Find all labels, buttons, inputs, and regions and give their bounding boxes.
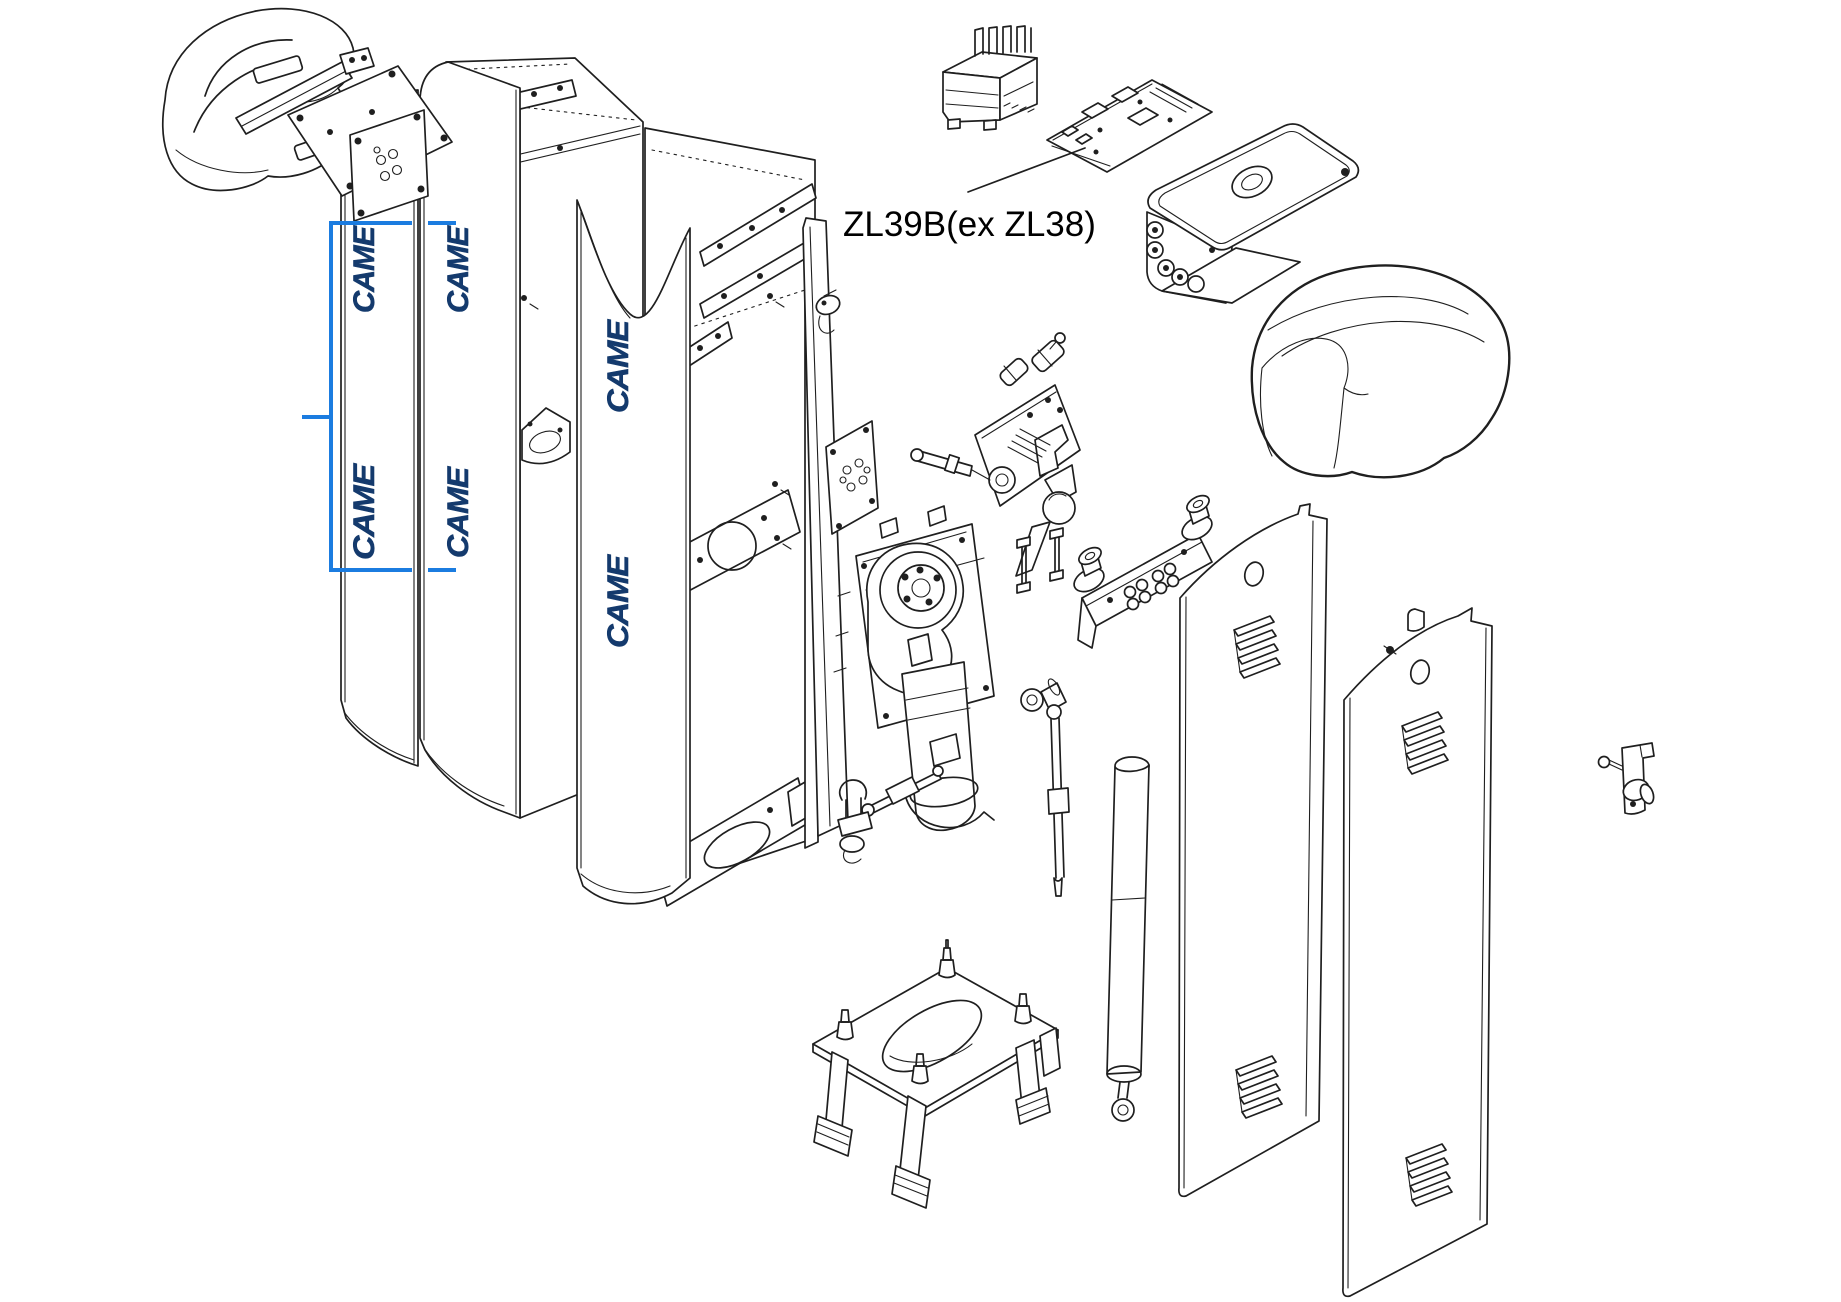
- ball-release-lever: [1015, 491, 1076, 594]
- top-bracket-plate: [235, 47, 453, 222]
- release-plate: [974, 384, 1081, 507]
- came-logo: CAME: [442, 466, 475, 558]
- size-reference-bracket: [302, 221, 456, 572]
- release-rod: [910, 448, 991, 481]
- motor-clamp-parts: [837, 765, 944, 864]
- inner-door-panel: [802, 217, 849, 837]
- flange-plate: [349, 109, 429, 222]
- came-logo: CAME: [602, 554, 635, 648]
- foundation-base-plate: [812, 939, 1061, 1209]
- came-logo: CAME: [442, 225, 475, 313]
- came-logo: CAME: [348, 463, 381, 560]
- transformer: [942, 25, 1038, 131]
- front-door-panel: [1178, 503, 1328, 1198]
- lock-cylinder-parts: [999, 332, 1066, 387]
- motor-gear-unit: [833, 505, 995, 832]
- door-latch-small: [815, 289, 841, 334]
- louver-vents: [1401, 711, 1453, 1207]
- access-plate: [825, 420, 879, 535]
- right-door-latch: [1597, 742, 1655, 815]
- control-box: [1146, 123, 1360, 304]
- came-logo: CAME: [348, 225, 381, 313]
- balance-spring: [1106, 756, 1150, 1122]
- cabinet-post-main: [521, 127, 821, 907]
- brand-logos: CAME CAME CAME CAME CAME CAME: [348, 225, 636, 649]
- came-logo: CAME: [602, 319, 635, 413]
- control-board: [1046, 79, 1213, 173]
- control-board-label: ZL39B(ex ZL38): [843, 205, 1096, 244]
- tie-rod: [1020, 678, 1070, 897]
- louver-vents: [1233, 615, 1283, 1119]
- label-leader-line: [967, 147, 1086, 193]
- rear-door-panel: [1342, 607, 1493, 1298]
- roller-crank-bar: [1073, 494, 1213, 649]
- cabinet-post-left: [340, 89, 419, 767]
- dome-cover: [1250, 264, 1511, 479]
